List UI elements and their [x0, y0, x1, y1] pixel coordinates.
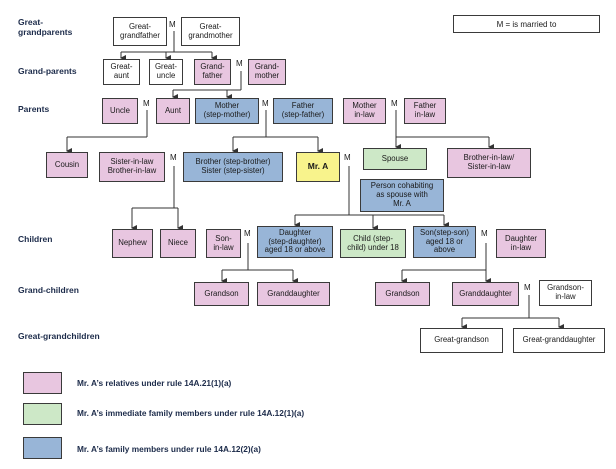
married-marker: M	[244, 229, 251, 238]
grandson-box: Grandson	[194, 282, 249, 306]
grandson-in-law-box: Grandson- in-law	[539, 280, 592, 306]
daughter-in-law-box: Daughter in-law	[496, 229, 546, 258]
granddaughter-box: Granddaughter	[452, 282, 519, 306]
father-box: Father (step-father)	[273, 98, 333, 124]
generation-label-parents: Parents	[18, 104, 50, 114]
father-in-law-box: Father in-law	[404, 98, 446, 124]
cohabitant-box: Person cohabiting as spouse with Mr. A	[360, 179, 444, 212]
connector-uncle-aunt	[66, 110, 148, 154]
mr-a-box: Mr. A	[296, 152, 340, 182]
siblings-box: Brother (step-brother) Sister (step-sist…	[183, 152, 283, 182]
married-marker: M	[170, 153, 177, 162]
great-grandmother-box: Great- grandmother	[181, 17, 240, 46]
son-in-law-box: Son- in-law	[206, 229, 241, 258]
grandmother-box: Grand- mother	[248, 59, 286, 85]
legend-text-relatives: Mr. A’s relatives under rule 14A.21(1)(a…	[77, 378, 232, 388]
mother-box: Mother (step-mother)	[195, 98, 259, 124]
marriage-key: M = is married to	[453, 15, 600, 33]
niece-box: Niece	[160, 229, 196, 258]
married-marker: M	[481, 229, 488, 238]
connector-daughter	[221, 243, 298, 284]
married-marker: M	[524, 283, 531, 292]
generation-label-grandparents: Grand-parents	[18, 66, 77, 76]
great-granddaughter-box: Great-granddaughter	[513, 328, 605, 353]
legend-swatch-relatives	[23, 372, 62, 394]
great-uncle-box: Great- uncle	[149, 59, 183, 85]
connector-son	[401, 243, 491, 284]
great-grandson-box: Great-grandson	[420, 328, 503, 353]
aunt-box: Aunt	[156, 98, 190, 124]
married-marker: M	[262, 99, 269, 108]
connector-mr-a	[294, 166, 449, 231]
child-under-18-box: Child (step- child) under 18	[340, 229, 406, 258]
generation-label-great-grandchildren: Great-grandchildren	[18, 331, 100, 341]
legend-swatch-family-members	[23, 437, 62, 459]
daughter-box: Daughter (step-daughter) aged 18 or abov…	[257, 226, 333, 258]
great-grandfather-box: Great- grandfather	[113, 17, 167, 46]
generation-label-grandchildren: Grand-children	[18, 285, 79, 295]
cousin-box: Cousin	[46, 152, 88, 178]
married-marker: M	[169, 20, 176, 29]
nephew-box: Nephew	[112, 229, 153, 258]
connector-siblings	[131, 166, 183, 231]
legend-swatch-immediate-family	[23, 403, 62, 425]
connector-granddaughter	[461, 295, 564, 330]
connector-great-grandparents	[120, 31, 217, 61]
generation-label-children: Children	[18, 234, 53, 244]
mother-in-law-box: Mother in-law	[343, 98, 386, 124]
granddaughter-box: Granddaughter	[257, 282, 330, 306]
spouse-siblings-box: Brother-in-law/ Sister-in-law	[447, 148, 531, 178]
legend-text-immediate-family: Mr. A’s immediate family members under r…	[77, 408, 305, 418]
connector-parents-in-law	[395, 110, 494, 150]
legend-text-family-members: Mr. A’s family members under rule 14A.12…	[77, 444, 261, 454]
generation-label-great-grandparents: Great- grandparents	[18, 17, 73, 37]
married-marker: M	[236, 59, 243, 68]
married-marker: M	[391, 99, 398, 108]
uncle-box: Uncle	[102, 98, 138, 124]
married-marker: M	[344, 153, 351, 162]
grandfather-box: Grand- father	[194, 59, 231, 85]
sibling-in-law-box: Sister-in-law Brother-in-law	[99, 152, 165, 182]
spouse-box: Spouse	[363, 148, 427, 170]
great-aunt-box: Great- aunt	[103, 59, 140, 85]
son-box: Son(step-son) aged 18 or above	[413, 226, 476, 258]
connector-grandparents	[172, 71, 242, 100]
connector-parents	[232, 110, 323, 154]
grandson-box: Grandson	[375, 282, 430, 306]
married-marker: M	[143, 99, 150, 108]
